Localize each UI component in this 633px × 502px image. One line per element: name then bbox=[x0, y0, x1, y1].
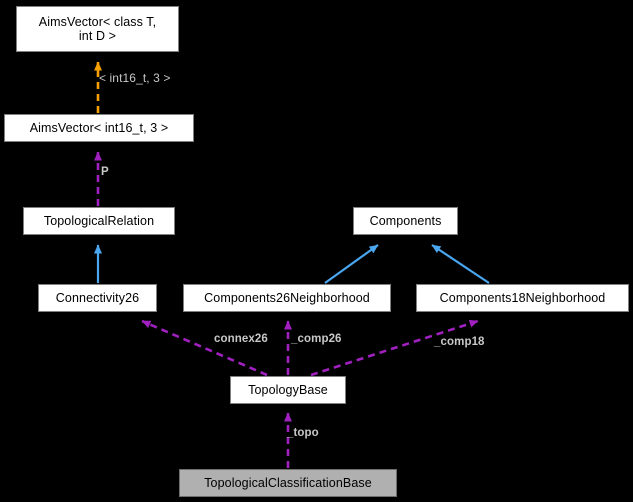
edge-label-p: P bbox=[101, 166, 109, 178]
class-node-aimsvector-int16[interactable]: AimsVector< int16_t, 3 > bbox=[4, 114, 194, 142]
edge-label-connex26: connex26 bbox=[214, 333, 268, 345]
edge-label-template-instantiation: < int16_t, 3 > bbox=[99, 71, 171, 85]
class-node-topological-relation[interactable]: TopologicalRelation bbox=[23, 207, 175, 235]
edge-connex26 bbox=[141, 319, 268, 377]
edge-components26-inherits-components bbox=[324, 244, 379, 284]
edge-comp18 bbox=[310, 319, 479, 377]
class-node-components[interactable]: Components bbox=[353, 207, 458, 235]
class-node-topologicalclassificationbase[interactable]: TopologicalClassificationBase bbox=[179, 469, 397, 497]
edge-label-topo: _topo bbox=[287, 427, 319, 439]
class-node-connectivity26[interactable]: Connectivity26 bbox=[38, 284, 157, 312]
class-node-components18neighborhood[interactable]: Components18Neighborhood bbox=[416, 284, 629, 312]
class-node-topologybase[interactable]: TopologyBase bbox=[230, 376, 346, 404]
edge-label-comp18: _comp18 bbox=[434, 336, 485, 348]
class-node-aimsvector-template[interactable]: AimsVector< class T, int D > bbox=[16, 6, 179, 52]
edge-components18-inherits-components bbox=[431, 244, 490, 284]
edge-label-comp26: _comp26 bbox=[291, 333, 342, 345]
class-node-components26neighborhood[interactable]: Components26Neighborhood bbox=[183, 284, 391, 312]
